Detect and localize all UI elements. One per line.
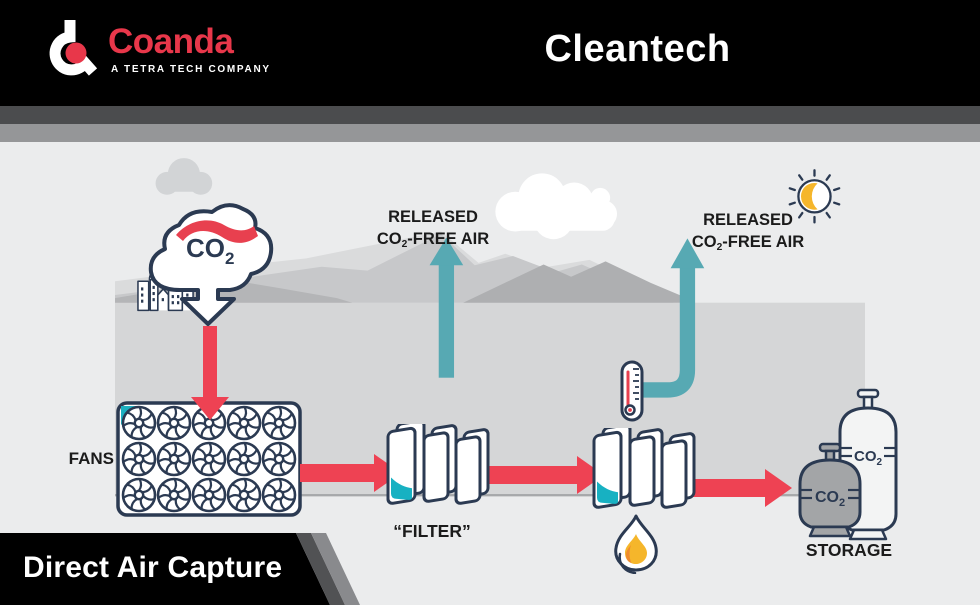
thermometer-icon: [620, 360, 644, 422]
coanda-logo-icon: [49, 20, 98, 76]
fans-label: FANS: [68, 449, 114, 468]
teal-arrows-layer: [429, 237, 705, 398]
filter-icon: [386, 424, 490, 505]
header-bar: [0, 0, 980, 106]
red-flow-arrow-head: [765, 469, 792, 507]
released-line1: RELEASED: [703, 211, 793, 229]
header-stripe-light: [0, 124, 980, 142]
sun-icon: [788, 169, 841, 224]
tall-tank-label: CO2: [854, 448, 883, 468]
co2-cloud-label: CO2: [186, 233, 234, 268]
filter-icon: [592, 428, 696, 509]
cloud-icon: [155, 158, 213, 195]
red-swoosh: [176, 220, 258, 243]
co2-cloud-icon: CO2: [148, 203, 274, 326]
header-stripe-dark: [0, 106, 980, 124]
red-flow-arrow-head: [191, 397, 229, 420]
brand-tagline: A TETRA TECH COMPANY: [111, 64, 271, 75]
released-line2: CO2-FREE AIR: [376, 230, 490, 250]
small-tank-label: CO2: [815, 489, 845, 509]
banner-title: Direct Air Capture: [23, 551, 283, 584]
scenery-backdrop: [115, 158, 865, 497]
banner-shape: [0, 533, 360, 605]
up-arrow-icon: [640, 238, 705, 398]
red-flow-arrow: [300, 464, 376, 482]
small-tank: CO2: [798, 442, 862, 538]
cloud-icon: [495, 173, 618, 240]
page-title: Cleantech: [544, 28, 731, 70]
released-line2: CO2-FREE AIR: [691, 233, 805, 253]
filter-label: “FILTER”: [393, 521, 471, 541]
storage-tanks-icon: CO2 CO2: [798, 388, 898, 541]
flame-icon: [614, 514, 658, 574]
red-flow-arrow: [203, 326, 217, 398]
up-arrow-icon: [429, 237, 464, 378]
released-air-label-1: RELEASED CO2-FREE AIR: [348, 206, 518, 256]
released-air-label-2: RELEASED CO2-FREE AIR: [663, 209, 833, 259]
storage-label: STORAGE: [805, 540, 893, 560]
red-flow-arrow: [474, 466, 578, 484]
bottom-edge-strip: [115, 494, 865, 497]
fans-icon: [116, 401, 302, 517]
brand-name: Coanda: [108, 22, 234, 61]
red-flow-arrow: [679, 479, 766, 497]
released-line1: RELEASED: [388, 208, 478, 226]
